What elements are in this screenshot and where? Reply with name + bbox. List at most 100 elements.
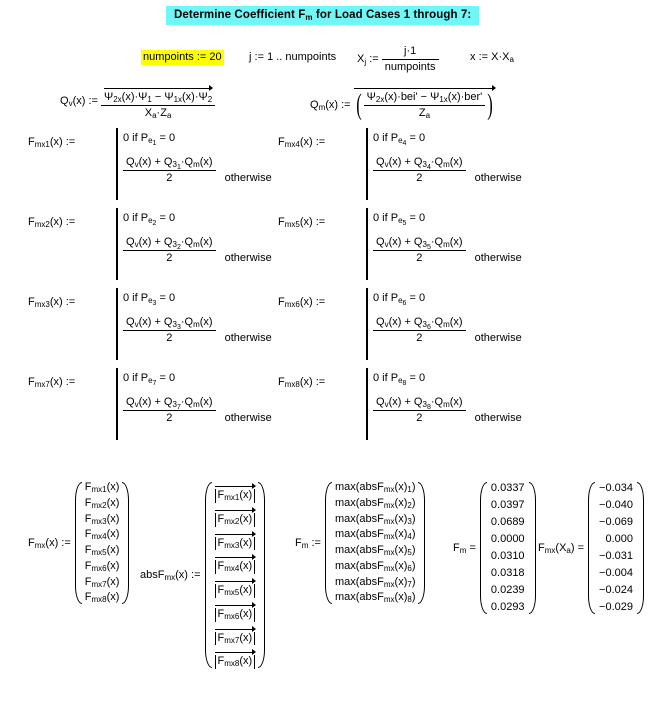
token-subscript: 2x — [375, 95, 385, 105]
vector-fmx-assign-op: := — [61, 536, 71, 549]
otherwise-numerator: Qv(x) + Q34·Qm(x) — [373, 156, 466, 172]
condition-subscript-index: 8 — [402, 380, 407, 388]
condition-subscript: e7 — [148, 376, 157, 388]
token-subscript: mx3 — [91, 516, 107, 526]
token-subscript: 36 — [422, 320, 431, 332]
conditional-case-otherwise: Qv(x) + Q37·Qm(x)2 otherwise — [123, 396, 272, 424]
qm-arg: (x) — [325, 98, 339, 111]
token-subscript-index: 5 — [426, 244, 431, 252]
otherwise-numerator: Qv(x) + Q32·Qm(x) — [123, 236, 216, 251]
result-fmx-xa-label-base: F — [538, 541, 545, 554]
absolute-value-bars: Fmx5(x) — [214, 584, 256, 598]
math-token: Za — [419, 107, 430, 120]
condition-tail: = 0 — [156, 132, 176, 144]
token-base: Q — [126, 236, 135, 248]
math-token: Fmx4(x) — [218, 560, 253, 573]
result-fmx-xa-label: Fmx(Xa) = — [538, 542, 584, 555]
token-base: Q — [126, 316, 135, 328]
absolute-value-bars: Fmx6(x) — [214, 607, 256, 622]
token-tail: (x) — [106, 559, 120, 572]
token-base: F — [217, 655, 225, 668]
vector-absfmx-label-arg: (x) — [175, 568, 188, 581]
conditional-case-otherwise: Qv(x) + Q31·Qm(x)2 otherwise — [123, 156, 272, 184]
token-subscript: 34 — [422, 160, 431, 172]
conditional-case-otherwise: Qv(x) + Q33·Qm(x)2 otherwise — [123, 316, 272, 344]
result-fmx-xa-arg-post: ) — [570, 541, 575, 554]
qm-label-subscript: m — [318, 103, 326, 113]
token-subscript: v — [384, 400, 389, 410]
math-token: ·Qm(x) — [181, 236, 213, 249]
vector-row: Fmx2(x) — [212, 504, 259, 528]
vector-row: max(absFmx(x)7) — [332, 575, 419, 591]
token-subscript: a — [152, 110, 157, 120]
vector-fm-label-subscript: m — [301, 540, 309, 550]
result-value: 0.0689 — [490, 516, 525, 529]
qm-assign-op: := — [341, 98, 351, 111]
condition-text: 0 if P — [123, 372, 149, 384]
otherwise-denominator: 2 — [373, 249, 466, 265]
result-value: −0.069 — [599, 516, 633, 529]
vector-fm-label-base: F — [295, 536, 302, 549]
token-base: X — [144, 106, 153, 119]
token-subscript: mx6 — [224, 611, 240, 621]
token-tail: (x) := — [49, 216, 76, 228]
page-title-post: for Load Cases 1 through 7: — [312, 9, 472, 21]
result-value: 0.0397 — [490, 499, 525, 512]
math-token: 32 — [172, 236, 180, 251]
result-value: −0.004 — [599, 567, 633, 580]
math-token: Fmx8(x) := — [278, 376, 325, 389]
otherwise-fraction: Qv(x) + Q38·Qm(x)2 — [373, 396, 466, 424]
result-fm-label-base: F — [453, 541, 460, 554]
math-token: Fmx7(x) — [84, 575, 120, 589]
token-base: ·Q — [430, 236, 444, 248]
math-token: Fmx7(x) — [218, 632, 253, 645]
conditional-case-zero: 0 if Pe2 = 0 — [123, 212, 175, 227]
otherwise-keyword: otherwise — [471, 331, 522, 344]
token-subscript: v — [384, 320, 389, 330]
vector-row: Fmx8(x) — [212, 646, 259, 670]
token-subscript: mx2 — [224, 516, 240, 526]
vector-absfmx-label-base: absF — [140, 568, 165, 581]
qm-numerator: Ψ2x(x)·bei' − Ψ1x(x)·ber' — [364, 91, 486, 105]
vector-row: Fmx3(x) — [212, 528, 259, 552]
max-function-prefix: max(absF — [334, 512, 384, 525]
token-subscript: mx7 — [34, 380, 50, 390]
numpoints-definition[interactable]: numpoints := 20 — [141, 50, 224, 65]
token-tail: − — [151, 91, 165, 103]
token-tail: (x) + Q — [388, 236, 423, 248]
numpoints-value: 20 — [209, 51, 222, 63]
math-token: Qv(x) + Q — [376, 156, 422, 169]
math-token: Qv(x) + Q — [376, 396, 422, 410]
result-fm-label-subscript: m — [459, 546, 467, 556]
math-token: Qv(x) + Q — [376, 316, 422, 330]
math-token: Ψ1 − — [138, 91, 165, 105]
token-tail: (x) + Q — [138, 316, 173, 328]
vector-fm-assign-op: := — [311, 536, 321, 549]
x-definition: x := X·Xa — [470, 51, 514, 64]
vector-fm-definition: Fm := max(absFmx(x)1)max(absFmx(x)2)max(… — [295, 480, 426, 606]
otherwise-fraction: Qv(x) + Q35·Qm(x)2 — [373, 236, 466, 264]
math-token: Ψ1x(x)·ber' — [430, 91, 482, 104]
max-function-suffix: ) — [411, 512, 416, 525]
condition-text: 0 if P — [373, 292, 399, 304]
token-subscript: m — [443, 320, 450, 330]
vector-row: Fmx5(x) — [212, 575, 259, 599]
otherwise-denominator: 2 — [373, 409, 466, 425]
token-base: F — [278, 376, 285, 388]
condition-subscript: e4 — [398, 136, 407, 148]
page-title-pre: Determine Coefficient F — [174, 9, 306, 21]
token-base: ·Q — [430, 156, 444, 168]
conditional-case-zero: 0 if Pe7 = 0 — [123, 372, 175, 388]
math-token: Fmx2(x) := — [28, 216, 76, 229]
token-tail: (x) + Q — [138, 236, 173, 248]
max-function-prefix: max(absF — [334, 559, 384, 572]
token-subscript: 35 — [422, 240, 431, 252]
token-subscript: 1 — [147, 95, 152, 105]
token-base: F — [217, 489, 225, 501]
vector-absfmx-bracket: Fmx1(x) Fmx2(x)Fmx3(x) Fmx4(x) Fmx5(x) Fmx6(… — [204, 480, 266, 670]
math-token: Fmx1(x) — [217, 489, 253, 502]
token-base: Q — [376, 316, 385, 328]
token-subscript: v — [134, 400, 139, 410]
token-base: F — [84, 575, 92, 588]
otherwise-keyword: otherwise — [471, 171, 522, 184]
